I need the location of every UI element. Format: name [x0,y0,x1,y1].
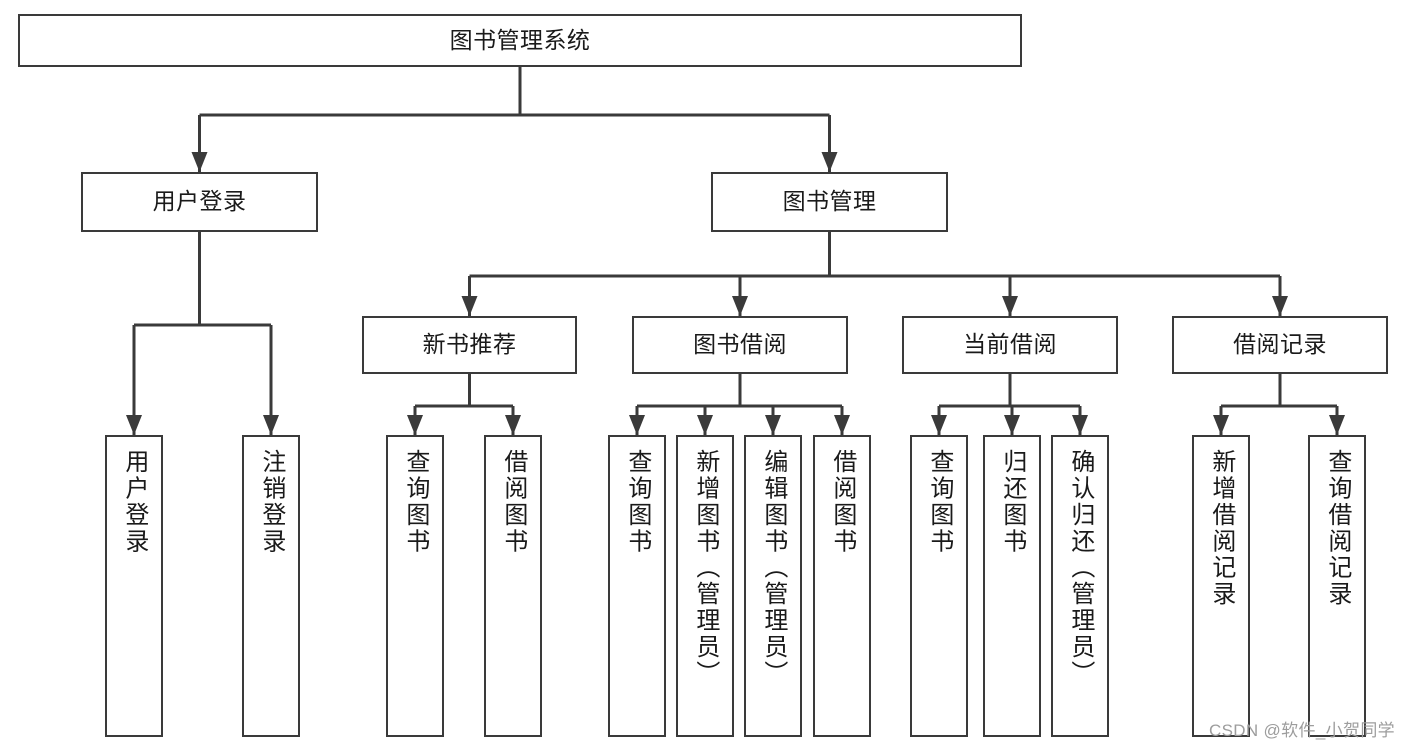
node-label: 注销登录 [257,449,285,555]
connector-arrowhead [765,415,781,435]
connector-arrowhead [126,415,142,435]
node-label: 借阅图书 [499,449,527,555]
connector-arrowhead [821,152,838,172]
connector-arrowhead [461,296,478,316]
node-label: 当前借阅 [963,331,1057,358]
node-user-login[interactable]: 用户登录 [81,172,318,232]
node-label: 用户登录 [152,188,247,215]
node-label: 图书借阅 [693,331,787,358]
connector-arrowhead [834,415,850,435]
node-leaf-borrow-book-2[interactable]: 借阅图书 [813,435,871,737]
node-label: 用户登录 [120,449,148,555]
connector-arrowhead [1272,296,1288,316]
node-new-book-rec[interactable]: 新书推荐 [362,316,577,374]
node-leaf-add-book[interactable]: 新增图书（管理员） [676,435,734,737]
node-label: 借阅图书 [828,449,856,555]
connector-arrowhead [407,415,423,435]
node-leaf-add-log[interactable]: 新增借阅记录 [1192,435,1250,737]
connector-arrowhead [697,415,713,435]
node-leaf-user-logout[interactable]: 注销登录 [242,435,300,737]
connector-arrowhead [732,296,748,316]
node-cur-borrow[interactable]: 当前借阅 [902,316,1118,374]
connector-arrowhead [1004,415,1020,435]
node-label: 编辑图书（管理员） [759,449,787,687]
node-leaf-query-book-1[interactable]: 查询图书 [386,435,444,737]
node-leaf-return-book[interactable]: 归还图书 [983,435,1041,737]
node-label: 图书管理系统 [449,26,591,53]
node-leaf-edit-book[interactable]: 编辑图书（管理员） [744,435,802,737]
node-root[interactable]: 图书管理系统 [18,14,1022,67]
node-label: 查询图书 [623,449,651,555]
node-label: 归还图书 [998,449,1026,555]
node-book-borrow[interactable]: 图书借阅 [632,316,848,374]
node-leaf-query-log[interactable]: 查询借阅记录 [1308,435,1366,737]
connector-arrowhead [1213,415,1229,435]
connector-arrowhead [1002,296,1018,316]
watermark: CSDN @软件_小贺同学 [1208,721,1395,740]
node-label: 查询图书 [401,449,429,555]
node-label: 确认归还（管理员） [1066,449,1094,687]
connector-arrowhead [629,415,645,435]
node-leaf-confirm-ret[interactable]: 确认归还（管理员） [1051,435,1109,737]
connector-arrowhead [191,152,208,172]
node-label: 借阅记录 [1233,331,1327,358]
node-label: 新书推荐 [422,331,517,358]
node-book-manage[interactable]: 图书管理 [711,172,948,232]
connector-arrowhead [263,415,279,435]
node-label: 查询借阅记录 [1323,449,1351,608]
node-label: 新增借阅记录 [1207,449,1235,608]
connector-arrowhead [1072,415,1088,435]
node-label: 查询图书 [925,449,953,555]
node-label: 图书管理 [782,188,877,215]
connector-arrowhead [931,415,947,435]
node-leaf-borrow-book-1[interactable]: 借阅图书 [484,435,542,737]
connector-arrowhead [1329,415,1345,435]
node-borrow-log[interactable]: 借阅记录 [1172,316,1388,374]
node-leaf-user-login[interactable]: 用户登录 [105,435,163,737]
node-leaf-query-book-2[interactable]: 查询图书 [608,435,666,737]
connector-arrowhead [505,415,521,435]
node-label: 新增图书（管理员） [691,449,719,687]
node-leaf-query-book-3[interactable]: 查询图书 [910,435,968,737]
